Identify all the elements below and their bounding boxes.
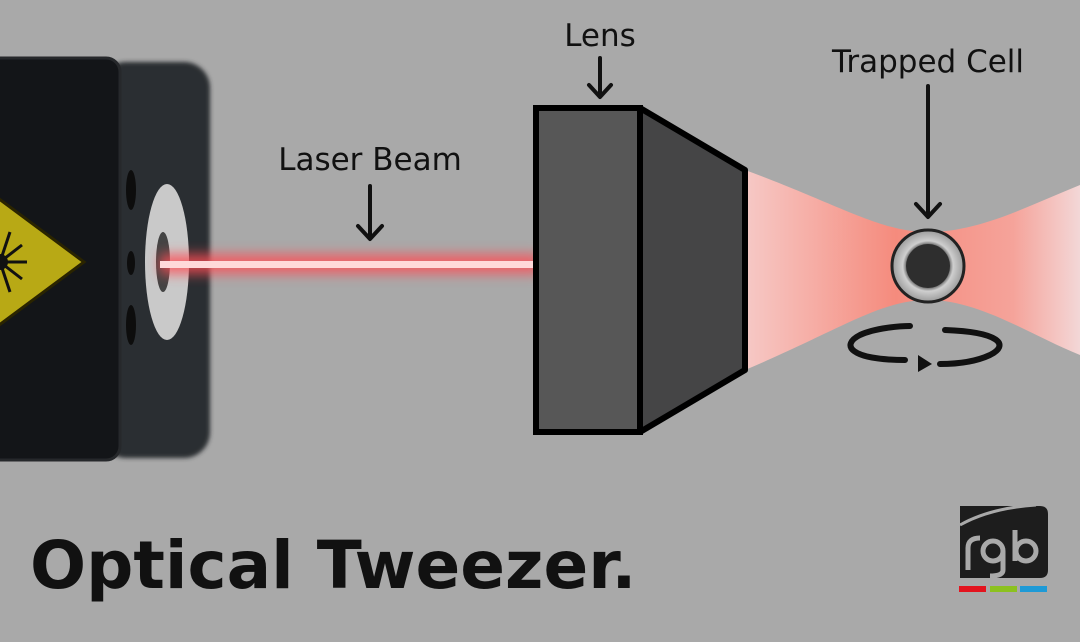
screw-hole — [126, 170, 136, 210]
logo-blue-bar — [1020, 586, 1047, 592]
trapped-cell — [890, 228, 966, 304]
lens — [533, 105, 748, 435]
screw-hole — [126, 305, 136, 345]
trapped-cell-label: Trapped Cell — [831, 44, 1024, 80]
screw-hole — [127, 251, 135, 275]
laser-beam-arrow-icon — [356, 184, 384, 241]
logo-red-bar — [959, 586, 986, 592]
rotation-arrows-icon — [847, 323, 1003, 372]
laser-device — [0, 56, 210, 462]
laser-warning-icon — [0, 197, 87, 327]
laser-beam-label: Laser Beam — [278, 142, 462, 178]
rgb-logo — [959, 503, 1048, 592]
laser-beam — [160, 254, 540, 274]
lens-side — [637, 105, 748, 435]
logo-green-bar — [990, 586, 1017, 592]
lens-arrow-icon — [587, 56, 613, 99]
lens-label: Lens — [564, 18, 636, 54]
diagram-title: Optical Tweezer. — [30, 527, 636, 604]
lens-front — [533, 105, 643, 435]
trapped-cell-arrow-icon — [914, 84, 942, 219]
